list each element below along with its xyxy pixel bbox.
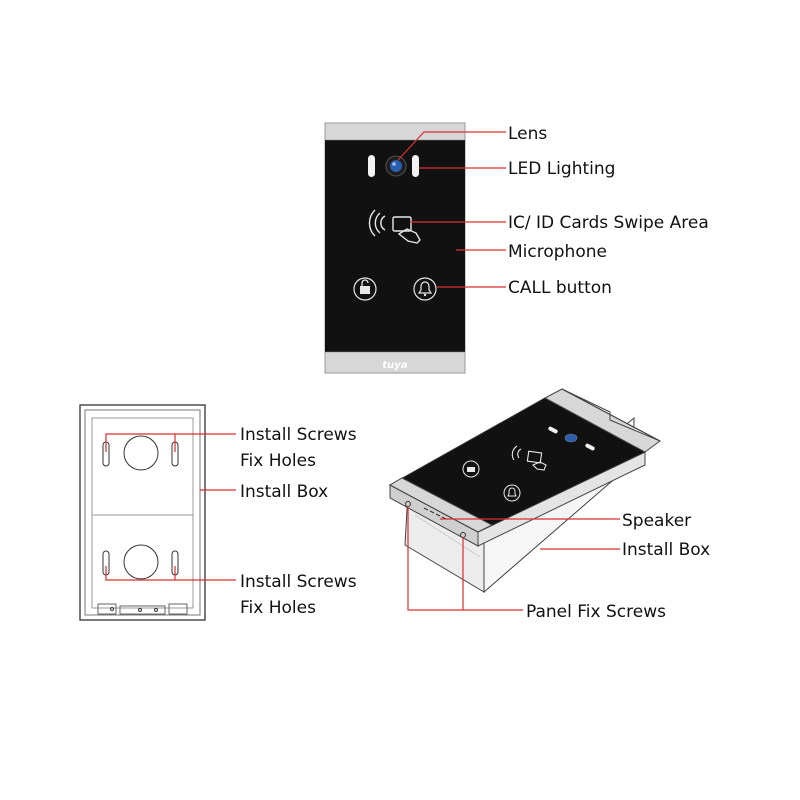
label-microphone: Microphone [508, 242, 607, 262]
bell-icon [413, 277, 437, 301]
label-fix-holes-top: Fix Holes [240, 451, 316, 471]
label-install-box-iso: Install Box [622, 540, 711, 560]
box-back-leaders [105, 433, 236, 581]
install-box-back [79, 404, 206, 621]
front-panel: tuya [324, 122, 466, 374]
label-led-lighting: LED Lighting [508, 159, 616, 179]
label-speaker: Speaker [622, 511, 692, 531]
iso-device [388, 388, 661, 594]
label-install-screws-bottom: Install Screws [240, 572, 357, 592]
unlock-icon [353, 277, 377, 301]
led-left-icon [368, 155, 375, 177]
label-card-swipe-area: IC/ ID Cards Swipe Area [508, 213, 709, 233]
lens-icon [385, 155, 407, 177]
label-install-screws-top: Install Screws [240, 425, 357, 445]
label-fix-holes-bottom: Fix Holes [240, 598, 316, 618]
nfc-card-icon [368, 209, 421, 244]
label-lens: Lens [508, 124, 548, 144]
label-call-button: CALL button [508, 278, 612, 298]
brand-logo: tuya [382, 360, 407, 371]
label-panel-fix-screws: Panel Fix Screws [526, 602, 666, 622]
label-install-box-back: Install Box [240, 482, 329, 502]
led-right-icon [412, 155, 419, 177]
front-leaders [397, 131, 506, 288]
iso-leaders [407, 506, 620, 611]
